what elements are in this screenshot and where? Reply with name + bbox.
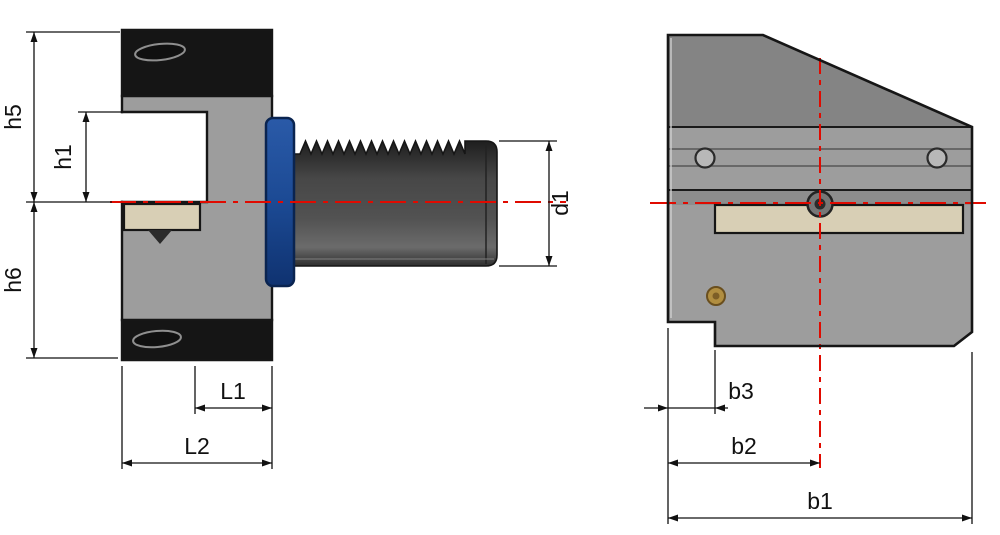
dim-h5-lines <box>26 31 120 203</box>
dim-b3-label: b3 <box>728 378 754 404</box>
clamp-insert <box>122 202 202 232</box>
insert-wedge <box>148 230 172 244</box>
dim-arrow <box>962 514 972 522</box>
dim-arrow <box>668 514 678 522</box>
dim-arrow <box>122 459 132 467</box>
dim-L2: L2 <box>121 366 272 469</box>
dim-d1-label: d1 <box>547 190 573 216</box>
front-body-outline <box>666 33 974 348</box>
side-view: h5 h1 h6 d1 L1 <box>0 28 573 469</box>
dim-arrow <box>30 32 38 42</box>
dim-arrow <box>82 192 90 202</box>
dim-h5: h5 <box>0 31 120 203</box>
front-clamp-strip <box>713 203 965 235</box>
dim-h5-label: h5 <box>0 104 26 130</box>
threaded-shank <box>291 138 498 267</box>
mount-hole-right <box>926 147 948 169</box>
dim-arrow <box>82 112 90 122</box>
dim-b3: b3 <box>644 328 754 524</box>
section-split-lines <box>120 94 274 322</box>
dim-d1: d1 <box>499 140 573 267</box>
dim-arrow <box>30 192 38 202</box>
dim-h6-label: h6 <box>0 267 26 293</box>
dim-arrow <box>262 459 272 467</box>
dim-L1-label: L1 <box>220 378 246 404</box>
side-top-mount-block <box>122 30 272 96</box>
dim-b1: b1 <box>668 352 973 524</box>
dim-arrow <box>262 404 272 412</box>
front-view: b3 b2 b1 <box>644 33 986 524</box>
dim-arrow <box>715 404 725 412</box>
dim-h1-label: h1 <box>50 144 76 170</box>
dim-b3-lines <box>644 328 728 524</box>
dim-L1: L1 <box>194 366 273 469</box>
dim-b1-label: b1 <box>807 488 833 514</box>
dim-h1: h1 <box>50 111 122 202</box>
dim-arrow <box>545 256 553 266</box>
dim-h6: h6 <box>0 202 118 359</box>
bottom-mount-slot <box>132 329 182 349</box>
top-mount-slot <box>134 42 186 62</box>
dim-arrow <box>810 459 820 467</box>
dim-b2-label: b2 <box>731 433 757 459</box>
tool-slot-notch <box>88 111 207 203</box>
dim-d1-lines <box>499 140 557 267</box>
dim-arrow <box>195 404 205 412</box>
dim-L2-label: L2 <box>184 433 210 459</box>
dim-arrow <box>30 202 38 212</box>
dim-arrow <box>668 459 678 467</box>
dim-L1-lines <box>194 366 273 469</box>
dim-arrow <box>30 348 38 358</box>
dim-arrow <box>658 404 668 412</box>
brass-set-screw-center <box>712 292 720 300</box>
dim-h1-lines <box>78 111 122 202</box>
dim-b1-lines <box>668 352 973 524</box>
mount-hole-left <box>694 147 716 169</box>
dim-L2-lines <box>121 366 272 469</box>
dim-arrow <box>545 141 553 151</box>
dim-b2: b2 <box>668 433 820 467</box>
dim-h6-lines <box>26 202 118 359</box>
